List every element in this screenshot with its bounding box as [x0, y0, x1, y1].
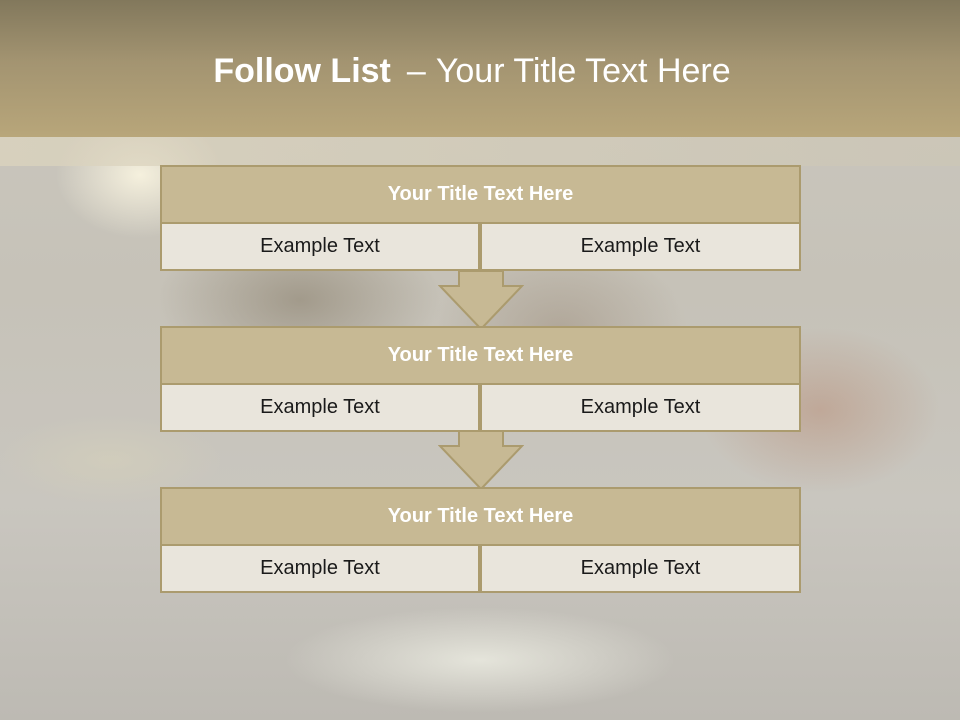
- step-title: Your Title Text Here: [160, 326, 801, 385]
- step-text-left: Example Text: [160, 544, 480, 593]
- step-block-2: Your Title Text Here Example Text Exampl…: [160, 326, 801, 432]
- step-text-right: Example Text: [480, 222, 801, 271]
- step-title: Your Title Text Here: [160, 165, 801, 224]
- step-block-1: Your Title Text Here Example Text Exampl…: [160, 165, 801, 271]
- step-text-right: Example Text: [480, 544, 801, 593]
- slide-title-dash: –: [406, 52, 426, 90]
- down-arrow-icon: [438, 430, 524, 491]
- step-text-right: Example Text: [480, 383, 801, 432]
- step-title: Your Title Text Here: [160, 487, 801, 546]
- slide-title-strong: Follow List: [213, 52, 391, 90]
- down-arrow-icon: [438, 270, 524, 331]
- step-text-left: Example Text: [160, 383, 480, 432]
- title-bar: Follow List–Your Title Text Here: [0, 0, 960, 137]
- slide-title: Follow List–Your Title Text Here: [0, 52, 944, 91]
- step-text-left: Example Text: [160, 222, 480, 271]
- header-shadow-band: [0, 136, 960, 166]
- slide-title-rest: Your Title Text Here: [435, 52, 731, 90]
- step-block-3: Your Title Text Here Example Text Exampl…: [160, 487, 801, 593]
